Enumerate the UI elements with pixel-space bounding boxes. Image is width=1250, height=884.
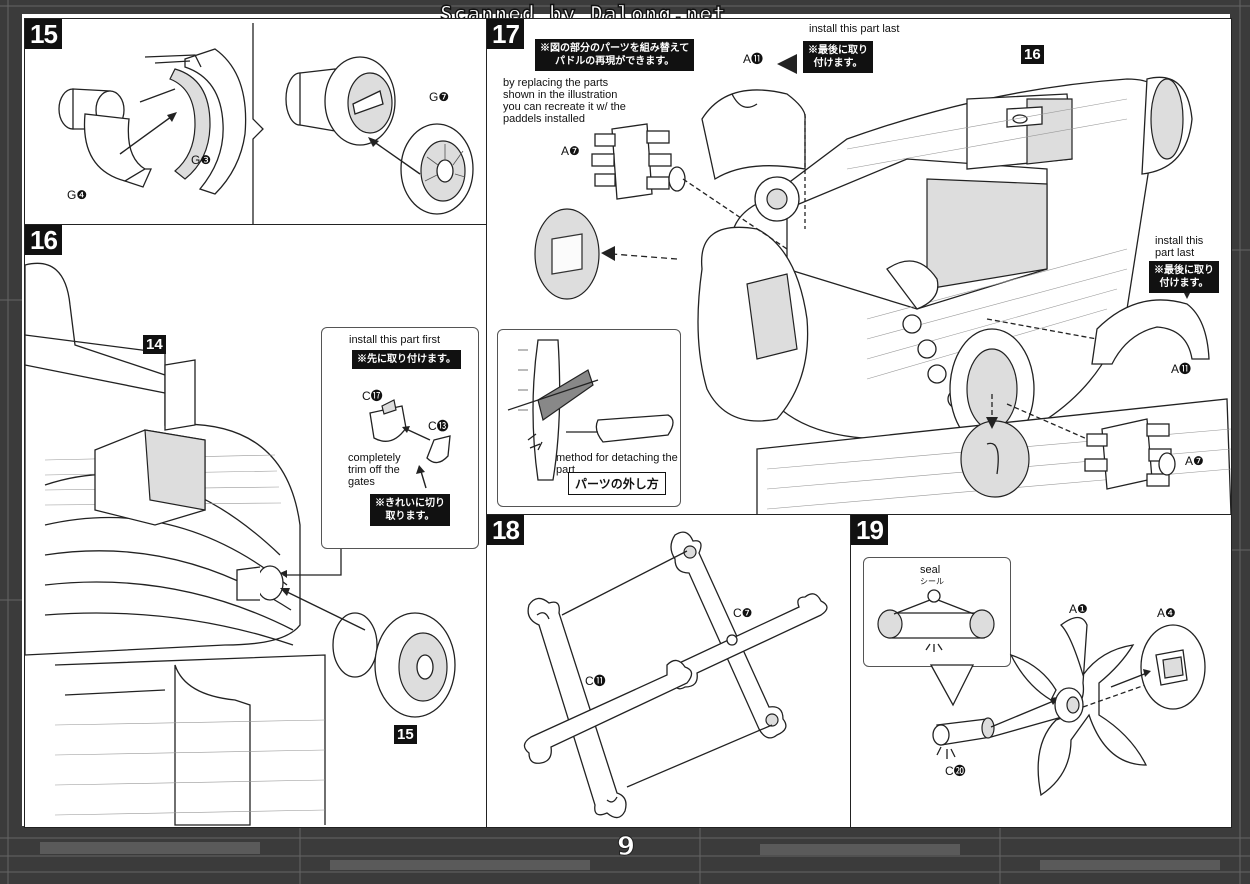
step-number: 18: [487, 515, 524, 545]
paddle-a7-left: [591, 123, 686, 200]
install-first-callout: install this part first ※先に取り付けます。 C⓱ C⓭…: [321, 327, 479, 549]
part-label-a11-right: A⓫: [1171, 362, 1192, 376]
wheel-part-15: [332, 612, 456, 718]
step-16-panel: 16: [24, 224, 488, 828]
drum-assembly: [285, 56, 396, 146]
seal-callout: seal シール: [863, 557, 1011, 667]
install-last-top-jp: ※最後に取り 付けます。: [803, 41, 873, 73]
install-last-right-en: install this part last: [1155, 235, 1204, 259]
install-first-en: install this part first: [349, 334, 441, 346]
part-label-c20: C⓴: [945, 764, 966, 778]
part-label-g7: G❼: [429, 90, 450, 104]
shaft-c20: [932, 717, 995, 746]
anchor-claw-a1: [1009, 616, 1148, 797]
seal-illustration: [877, 589, 995, 652]
step-number: 16: [25, 225, 62, 255]
removed-disc: [534, 208, 600, 300]
replace-note-en: by replacing the parts shown in the illu…: [503, 77, 626, 125]
step-17-panel: 17 ※図の部分のパーツを組み替えて パドルの再現ができます。 by repla…: [486, 18, 1232, 516]
tire-part-g7: [400, 123, 474, 215]
part-label-a1: A❶: [1069, 602, 1088, 616]
replace-note-jp: ※図の部分のパーツを組み替えて パドルの再現ができます。: [535, 39, 695, 71]
paddle-a7-right: [1084, 418, 1176, 490]
install-first-jp: ※先に取り付けます。: [352, 350, 461, 369]
wheel-halves: [144, 48, 247, 195]
crossbones-c11: [523, 597, 693, 819]
trim-instruction-jp: ※きれいに切り 取ります。: [370, 494, 450, 526]
part-label-a7-right: A❼: [1185, 454, 1204, 468]
part-label-c17: C⓱: [362, 389, 383, 403]
page-number: 9: [616, 832, 636, 863]
step-19-panel: 19 seal シール: [850, 514, 1232, 828]
part-label-a4: A❹: [1157, 606, 1176, 620]
mount-disc-a4: [1140, 624, 1206, 710]
part-label-g3: G❸: [191, 153, 212, 167]
step-number: 17: [487, 19, 524, 49]
step-15-illustration: [58, 23, 474, 225]
trim-instruction-en: completely trim off the gates: [348, 452, 401, 488]
step-number: 19: [851, 515, 888, 545]
seal-label-jp: シール: [920, 577, 944, 586]
ref-step-15: 15: [394, 725, 417, 744]
ship-hull-closeup: [25, 262, 326, 826]
crossbones-c7: [667, 531, 828, 739]
step-18-illustration: [523, 531, 828, 819]
part-label-a11-top: A⓫: [743, 52, 764, 66]
half-cover-a11-top: [701, 89, 806, 181]
ref-step-16: 16: [1021, 45, 1044, 64]
callout-parts: [369, 399, 451, 489]
detach-method-callout: method for detaching the part パーツの外し方: [497, 329, 681, 507]
step-18-panel: 18 C❼ C⓫: [486, 514, 852, 828]
step-number: 15: [25, 19, 62, 49]
step-17-illustration: [534, 54, 1231, 515]
install-last-right-jp: ※最後に取り 付けます。: [1149, 261, 1219, 293]
part-label-c11: C⓫: [585, 674, 606, 688]
part-label-g4: G❹: [67, 188, 88, 202]
half-cover-a11-right: [1091, 299, 1210, 365]
step-16-illustration: [25, 262, 456, 826]
seal-label-en: seal: [920, 564, 941, 576]
part-label-c13: C⓭: [428, 419, 449, 433]
detach-illustration: [507, 339, 674, 481]
ref-step-14: 14: [143, 335, 166, 354]
install-last-top-en: install this part last: [809, 23, 900, 35]
part-label-c7: C❼: [733, 606, 753, 620]
detach-method-jp: パーツの外し方: [568, 472, 666, 495]
step-15-panel: 15: [24, 18, 488, 226]
shaft-part-left: [58, 88, 153, 188]
part-label-a7-left: A❼: [561, 144, 580, 158]
step-19-illustration: [929, 616, 1206, 797]
